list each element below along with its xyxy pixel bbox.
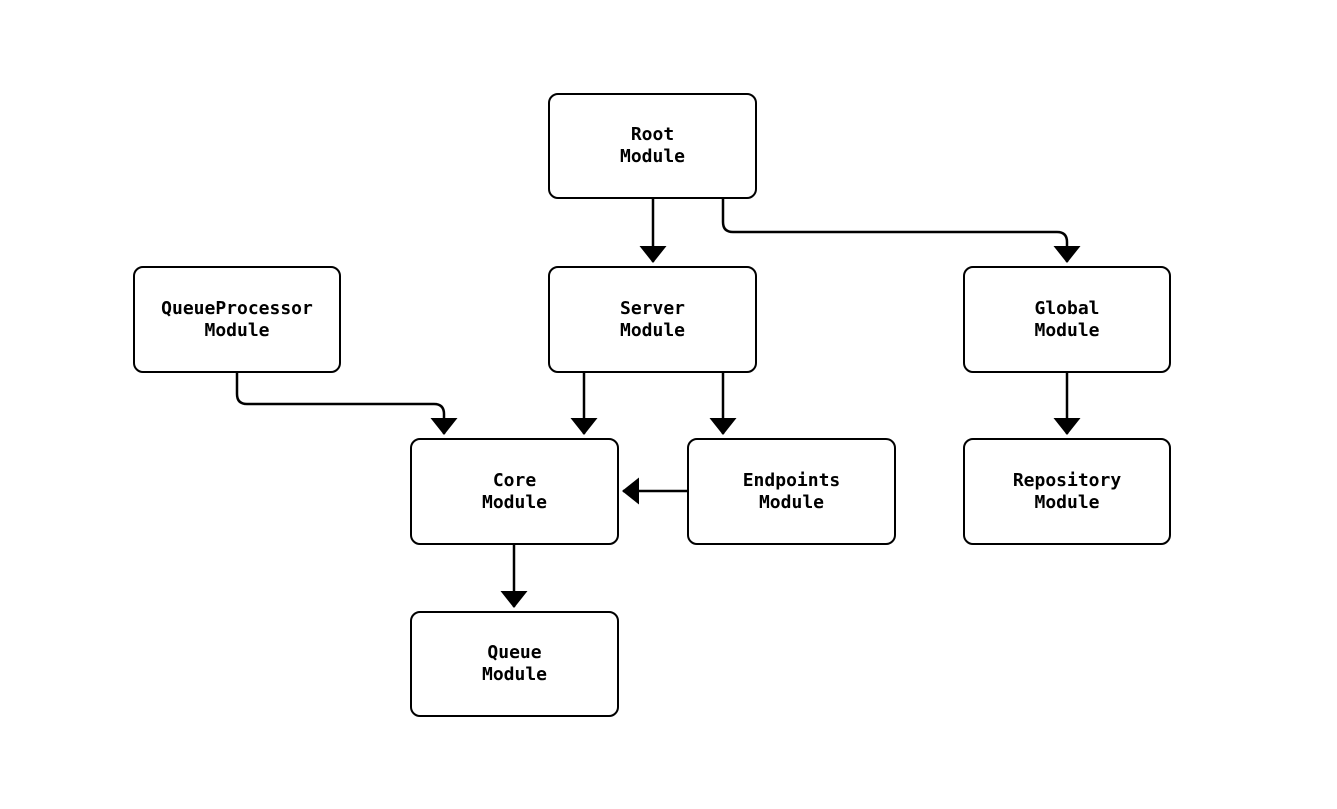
node-root-module-label: Root Module (619, 124, 686, 167)
node-queueprocessor-module-label: QueueProcessor Module (161, 297, 313, 341)
node-endpoints-module: Endpoints Module (687, 438, 896, 545)
node-queue-module: Queue Module (410, 611, 619, 717)
node-global-module: Global Module (963, 266, 1171, 373)
node-core-module-label: Core Module (481, 469, 548, 513)
node-core-module: Core Module (410, 438, 619, 545)
node-server-module: Server Module (548, 266, 757, 373)
node-global-module-label: Global Module (1034, 297, 1100, 341)
node-endpoints-module-label: Endpoints Module (742, 469, 841, 513)
node-server-module-label: Server Module (619, 297, 686, 341)
edge-queueprocessor-to-core (235, 373, 458, 435)
node-repository-module-label: Repository Module (1012, 469, 1122, 513)
node-queue-module-label: Queue Module (481, 642, 548, 685)
node-repository-module: Repository Module (963, 438, 1171, 545)
edge-root-to-global (721, 199, 1081, 263)
node-queueprocessor-module: QueueProcessor Module (133, 266, 341, 373)
node-root-module: Root Module (548, 93, 757, 199)
